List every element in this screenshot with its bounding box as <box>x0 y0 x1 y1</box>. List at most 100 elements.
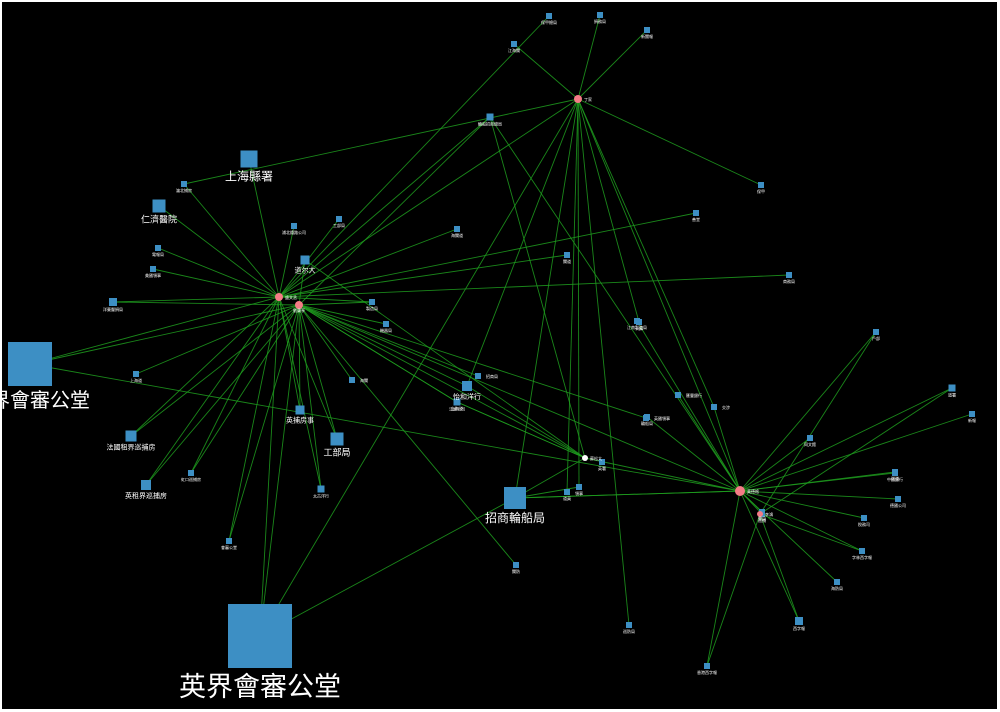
org-node[interactable] <box>475 373 481 379</box>
org-node[interactable] <box>513 562 519 568</box>
graph-edge <box>130 304 300 437</box>
org-node[interactable] <box>597 12 603 18</box>
graph-edge <box>29 363 741 492</box>
org-node[interactable] <box>109 298 117 306</box>
person-node[interactable] <box>275 293 283 301</box>
graph-edge <box>298 304 322 490</box>
node-layer <box>8 12 975 669</box>
graph-edge <box>739 471 896 492</box>
graph-edge <box>739 490 800 622</box>
node-label: 英署 <box>598 465 606 471</box>
graph-edge <box>278 254 568 298</box>
graph-edge <box>152 268 280 298</box>
org-node[interactable] <box>152 199 166 213</box>
org-node[interactable] <box>486 113 494 121</box>
org-node[interactable] <box>226 538 232 544</box>
org-node[interactable] <box>8 342 52 386</box>
org-node[interactable] <box>861 515 867 521</box>
org-node[interactable] <box>291 223 297 229</box>
org-node[interactable] <box>188 470 194 476</box>
org-node[interactable] <box>873 329 879 335</box>
org-node[interactable] <box>644 27 650 33</box>
org-node[interactable] <box>859 548 865 554</box>
org-node[interactable] <box>948 384 956 392</box>
node-label: 黃德格 <box>747 488 759 494</box>
org-node[interactable] <box>300 255 310 265</box>
node-label: 盛文丞 <box>285 294 297 300</box>
org-node[interactable] <box>834 579 840 585</box>
org-node[interactable] <box>181 181 187 187</box>
org-node[interactable] <box>295 405 305 415</box>
org-node[interactable] <box>125 430 137 442</box>
graph-edge <box>298 304 741 492</box>
org-node[interactable] <box>546 13 552 19</box>
org-node[interactable] <box>133 371 139 377</box>
org-node[interactable] <box>462 381 472 391</box>
node-label: 上海道 <box>451 405 463 411</box>
graph-edge <box>259 296 280 637</box>
graph-edge <box>577 29 648 100</box>
graph-edge <box>739 490 865 519</box>
org-node[interactable] <box>704 663 710 669</box>
org-node[interactable] <box>564 489 570 495</box>
org-node[interactable] <box>634 318 640 324</box>
org-node[interactable] <box>564 252 570 258</box>
graph-edge <box>759 387 953 515</box>
graph-edge <box>298 304 517 566</box>
org-node[interactable] <box>626 622 632 628</box>
org-node[interactable] <box>807 435 813 441</box>
org-node[interactable] <box>895 496 901 502</box>
org-node[interactable] <box>454 226 460 232</box>
node-label: 丁家 <box>584 96 592 102</box>
graph-edge <box>112 301 300 306</box>
org-node[interactable] <box>141 480 151 490</box>
node-label: 上海縣署 <box>225 169 273 184</box>
org-node[interactable] <box>454 399 460 405</box>
graph-edge <box>278 225 295 298</box>
org-node[interactable] <box>758 182 764 188</box>
graph-edge <box>298 304 301 411</box>
graph-edge <box>278 212 697 298</box>
org-node[interactable] <box>369 299 375 305</box>
org-node[interactable] <box>336 216 342 222</box>
graph-edge <box>706 490 741 667</box>
graph-edge <box>739 413 973 492</box>
org-node[interactable] <box>228 604 292 668</box>
org-node[interactable] <box>155 245 161 251</box>
org-node[interactable] <box>795 617 803 625</box>
graph-edge <box>636 320 741 492</box>
org-node[interactable] <box>317 485 325 493</box>
node-label: 工部局 <box>323 447 350 459</box>
org-node[interactable] <box>644 414 650 420</box>
org-node[interactable] <box>675 392 681 398</box>
person-node[interactable] <box>735 486 745 496</box>
org-node[interactable] <box>383 321 389 327</box>
person-node[interactable] <box>295 301 303 309</box>
org-node[interactable] <box>711 404 717 410</box>
highlight-node[interactable] <box>582 455 588 461</box>
node-label: 滬北捕房 <box>176 187 192 193</box>
org-node[interactable] <box>349 377 355 383</box>
person-node[interactable] <box>574 95 582 103</box>
org-node[interactable] <box>693 210 699 216</box>
graph-edge <box>739 490 899 500</box>
org-node[interactable] <box>240 150 258 168</box>
org-node[interactable] <box>150 266 156 272</box>
graph-edge <box>145 304 300 486</box>
org-node[interactable] <box>786 272 792 278</box>
person-node[interactable] <box>757 511 763 517</box>
graph-edge <box>259 98 579 637</box>
org-node[interactable] <box>969 411 975 417</box>
org-node[interactable] <box>576 484 582 490</box>
org-node[interactable] <box>599 459 605 465</box>
org-node[interactable] <box>511 41 517 47</box>
graph-edge <box>158 205 280 298</box>
org-node[interactable] <box>504 487 526 509</box>
node-label: 香港西字報 <box>697 669 717 675</box>
org-node[interactable] <box>330 432 344 446</box>
node-label: 德國公司 <box>890 502 906 508</box>
graph-edge <box>739 387 953 492</box>
org-node[interactable] <box>892 469 898 475</box>
